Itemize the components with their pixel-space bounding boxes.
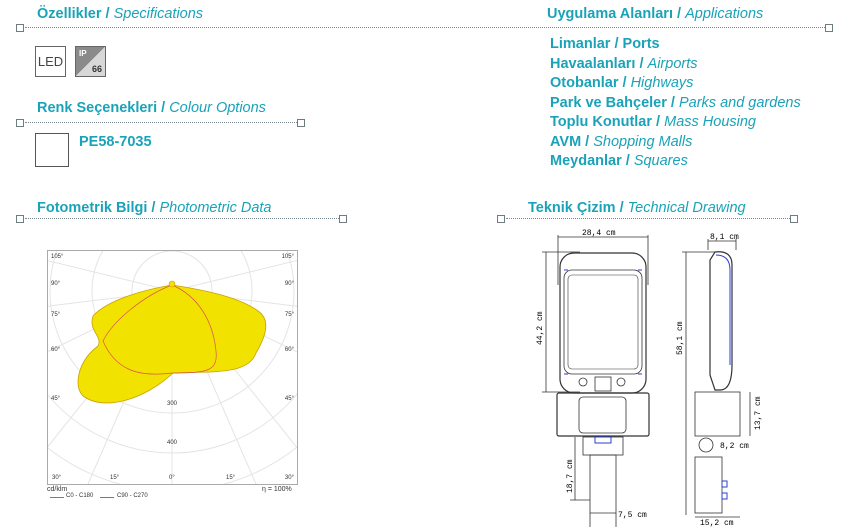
- dim-base: 15,2 cm: [700, 519, 734, 527]
- led-badge: LED: [35, 46, 66, 77]
- specifications-title: Özellikler / Specifications: [37, 6, 204, 22]
- dim-depth: 8,1 cm: [710, 233, 739, 242]
- legend-c0: C0 - C180: [66, 493, 94, 499]
- photometric-title: Fotometrik Bilgi / Photometric Data: [37, 200, 272, 216]
- list-item: Limanlar / Ports: [550, 36, 660, 52]
- divider: [25, 122, 297, 123]
- divider: [25, 218, 339, 219]
- technical-drawing: 28,4 cm 44,2 cm 8,1 cm 58,1 cm 13,7 cm 8…: [536, 229, 763, 527]
- divider-marker: [825, 24, 833, 32]
- polar-diagram: 105° 90° 75° 60° 45° 105° 90° 75° 60° 45…: [47, 250, 298, 485]
- applications-list: Limanlar / Ports Havaalanları / Airports…: [550, 35, 801, 172]
- dim-height: 44,2 cm: [536, 311, 545, 345]
- list-item: AVM / Shopping Malls: [550, 133, 693, 150]
- c90-c270-curve: [102, 284, 217, 375]
- divider: [25, 27, 825, 28]
- list-item: Meydanlar / Squares: [550, 153, 688, 169]
- applications-title: Uygulama Alanları / Applications: [547, 6, 764, 22]
- colour-options-title: Renk Seçenekleri / Colour Options: [37, 100, 266, 116]
- dim-total: 58,1 cm: [676, 321, 685, 355]
- divider-marker: [297, 119, 305, 127]
- unit-label: cd/klm: [47, 486, 68, 493]
- dim-pivot: 8,2 cm: [720, 442, 749, 451]
- divider-marker: [16, 119, 24, 127]
- list-item: Park ve Bahçeler / Parks and gardens: [550, 94, 801, 111]
- divider-marker: [497, 215, 505, 223]
- dim-pipe: 7,5 cm: [618, 511, 647, 520]
- colour-swatch: [35, 133, 69, 167]
- dim-bracket: 13,7 cm: [754, 396, 763, 430]
- divider-marker: [16, 24, 24, 32]
- technical-title: Teknik Çizim / Technical Drawing: [528, 200, 746, 216]
- colour-code: PE58-7035: [79, 134, 152, 150]
- divider-marker: [790, 215, 798, 223]
- legend-line-c90: [100, 497, 114, 498]
- ip66-badge: IP 66: [75, 46, 106, 77]
- efficiency-label: η = 100%: [262, 486, 292, 493]
- polar-grid: [48, 251, 297, 484]
- dim-arm: 18,7 cm: [566, 459, 575, 493]
- divider-marker: [16, 215, 24, 223]
- divider-marker: [339, 215, 347, 223]
- list-item: Toplu Konutlar / Mass Housing: [550, 114, 756, 130]
- list-item: Havaalanları / Airports: [550, 55, 698, 72]
- list-item: Otobanlar / Highways: [550, 75, 694, 91]
- divider: [506, 218, 790, 219]
- legend-c90: C90 - C270: [117, 493, 148, 499]
- legend-line-c0: [50, 497, 64, 498]
- dim-width: 28,4 cm: [582, 229, 616, 238]
